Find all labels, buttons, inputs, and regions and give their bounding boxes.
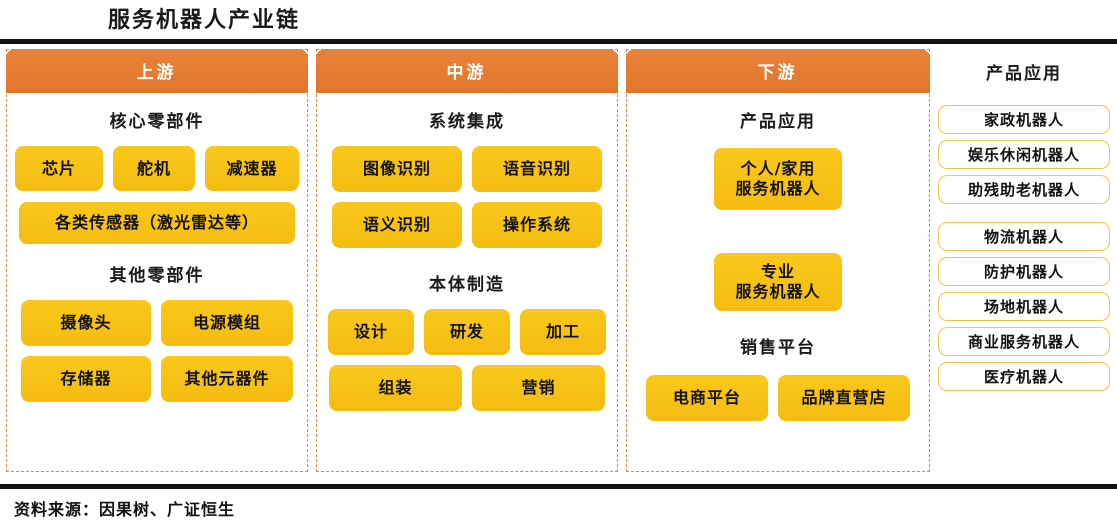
chip-professional-service-robot[interactable]: 专业 服务机器人 [714,253,842,311]
chip-row: 语义识别 操作系统 [317,202,617,248]
chip-row: 专业 服务机器人 [627,253,929,311]
ochip-housekeeping-robot[interactable]: 家政机器人 [938,105,1110,134]
column-header-product-application: 产品应用 [986,63,1062,84]
chip-semantic-recognition[interactable]: 语义识别 [332,202,462,248]
chip-rnd[interactable]: 研发 [424,309,510,355]
section-label-other-parts: 其他零部件 [109,266,205,286]
chip-memory[interactable]: 存储器 [21,356,151,402]
chip-marketing[interactable]: 营销 [472,365,605,411]
ochip-logistics-robot[interactable]: 物流机器人 [938,222,1110,251]
chip-speech-recognition[interactable]: 语音识别 [472,146,602,192]
column-header-downstream: 下游 [625,48,930,93]
chip-row: 芯片 舵机 减速器 [7,146,307,191]
section-label-system-integration: 系统集成 [429,112,505,132]
chip-row: 组装 营销 [317,365,617,411]
ochip-protection-robot[interactable]: 防护机器人 [938,257,1110,286]
chip-row: 设计 研发 加工 [317,309,617,355]
ochip-entertainment-robot[interactable]: 娱乐休闲机器人 [938,140,1110,169]
chip-camera[interactable]: 摄像头 [21,300,151,346]
section-label-core-parts: 核心零部件 [109,112,205,132]
ochip-disability-elderly-robot[interactable]: 助残助老机器人 [938,175,1110,204]
chain-band: 上游 核心零部件 芯片 舵机 减速器 各类传感器（激光雷达等） 其他零部件 摄像… [0,48,1117,479]
column-body-downstream: 产品应用 个人/家用 服务机器人 专业 服务机器人 销售平台 电商平台 品牌直营… [627,94,929,473]
chip-row: 存储器 其他元器件 [7,356,307,402]
chip-row: 各类传感器（激光雷达等） [7,202,307,244]
column-body-upstream: 核心零部件 芯片 舵机 减速器 各类传感器（激光雷达等） 其他零部件 摄像头 电… [7,94,307,473]
page-title: 服务机器人产业链 [108,7,301,33]
chip-row: 图像识别 语音识别 [317,146,617,192]
section-label-sales-platform: 销售平台 [740,338,816,358]
chip-design[interactable]: 设计 [328,309,414,355]
ochip-field-robot[interactable]: 场地机器人 [938,292,1110,321]
column-body-product-application: 家政机器人 娱乐休闲机器人 助残助老机器人 物流机器人 防护机器人 场地机器人 … [938,93,1110,472]
chip-reducer[interactable]: 减速器 [205,146,299,191]
column-upstream: 上游 核心零部件 芯片 舵机 减速器 各类传感器（激光雷达等） 其他零部件 摄像… [5,48,308,473]
column-header-midstream: 中游 [315,48,618,93]
product-group-personal: 家政机器人 娱乐休闲机器人 助残助老机器人 [938,105,1110,204]
column-downstream: 下游 产品应用 个人/家用 服务机器人 专业 服务机器人 销售平台 电商平台 品… [625,48,930,473]
column-midstream: 中游 系统集成 图像识别 语音识别 语义识别 操作系统 本体制造 设计 研发 加… [315,48,618,473]
section-label-body-manufacturing: 本体制造 [429,275,505,295]
chip-assembly[interactable]: 组装 [329,365,462,411]
chip-ecommerce-platform[interactable]: 电商平台 [646,375,768,421]
section-label-product-application: 产品应用 [740,112,816,132]
chip-processing[interactable]: 加工 [520,309,606,355]
product-group-professional: 物流机器人 防护机器人 场地机器人 商业服务机器人 医疗机器人 [938,222,1110,391]
chip-operating-system[interactable]: 操作系统 [472,202,602,248]
chip-power-module[interactable]: 电源模组 [161,300,293,346]
source-note: 资料来源：因果树、广证恒生 [14,500,236,519]
chip-sensors[interactable]: 各类传感器（激光雷达等） [19,202,295,244]
column-header-upstream: 上游 [5,48,308,93]
chip-row: 个人/家用 服务机器人 [627,148,929,210]
chip-servo[interactable]: 舵机 [113,146,195,191]
bottom-rule [0,484,1117,489]
chip-other-components[interactable]: 其他元器件 [161,356,293,402]
column-product-application: 产品应用 家政机器人 娱乐休闲机器人 助残助老机器人 物流机器人 防护机器人 场… [938,49,1110,472]
column-body-midstream: 系统集成 图像识别 语音识别 语义识别 操作系统 本体制造 设计 研发 加工 组… [317,94,617,473]
chip-chip[interactable]: 芯片 [15,146,103,191]
chip-personal-home-service-robot[interactable]: 个人/家用 服务机器人 [714,148,842,210]
chip-row: 摄像头 电源模组 [7,300,307,346]
ochip-commercial-service-robot[interactable]: 商业服务机器人 [938,327,1110,356]
chip-brand-store[interactable]: 品牌直营店 [778,375,910,421]
top-rule [0,39,1117,44]
chip-row: 电商平台 品牌直营店 [627,375,929,421]
chip-image-recognition[interactable]: 图像识别 [332,146,462,192]
ochip-medical-robot[interactable]: 医疗机器人 [938,362,1110,391]
